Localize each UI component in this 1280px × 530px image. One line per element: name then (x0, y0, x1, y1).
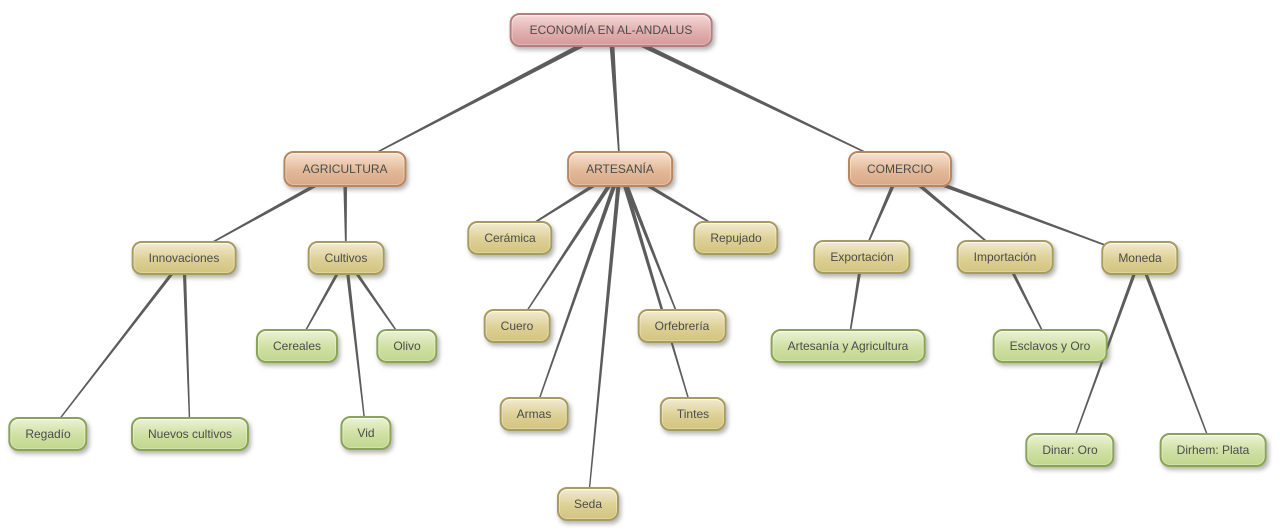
connector-artesania-tintes (618, 168, 694, 415)
node-cuero[interactable]: Cuero (483, 309, 551, 343)
node-vid[interactable]: Vid (340, 416, 392, 450)
node-cereales[interactable]: Cereales (255, 329, 339, 363)
connector-innovaciones-regadio (47, 257, 186, 435)
node-dirhem-plata[interactable]: Dirhem: Plata (1159, 433, 1267, 467)
connector-economia-comercio (609, 27, 901, 170)
node-importacion[interactable]: Importación (956, 240, 1054, 274)
connector-economia-agricultura (344, 27, 613, 170)
connector-economia-artesania (608, 29, 621, 169)
node-dinar-oro[interactable]: Dinar: Oro (1025, 433, 1115, 467)
node-exportacion[interactable]: Exportación (813, 240, 911, 274)
connector-artesania-orfebreria (618, 168, 683, 327)
node-moneda[interactable]: Moneda (1101, 241, 1179, 275)
connector-artesania-seda (587, 168, 623, 505)
node-innovaciones[interactable]: Innovaciones (131, 241, 237, 275)
node-cultivos[interactable]: Cultivos (307, 241, 385, 275)
connector-moneda-dirhem-plata (1138, 257, 1214, 451)
connector-innovaciones-nuevos-cultivos (182, 257, 191, 434)
node-olivo[interactable]: Olivo (376, 329, 438, 363)
node-ceramica[interactable]: Cerámica (467, 221, 553, 255)
node-artesania[interactable]: ARTESANÍA (567, 151, 673, 187)
node-artesania-y-agricultura[interactable]: Artesanía y Agricultura (770, 329, 926, 363)
connector-artesania-armas (533, 168, 622, 415)
connector-cultivos-vid (344, 257, 367, 434)
node-esclavos-y-oro[interactable]: Esclavos y Oro (992, 329, 1108, 363)
node-regadio[interactable]: Regadío (8, 417, 88, 451)
node-economia[interactable]: ECONOMÍA EN AL-ANDALUS (509, 13, 713, 47)
node-tintes[interactable]: Tintes (659, 397, 727, 431)
node-repujado[interactable]: Repujado (693, 221, 779, 255)
node-comercio[interactable]: COMERCIO (848, 151, 952, 187)
node-orfebreria[interactable]: Orfebrería (637, 309, 727, 343)
node-armas[interactable]: Armas (499, 397, 569, 431)
node-seda[interactable]: Seda (556, 487, 620, 521)
node-agricultura[interactable]: AGRICULTURA (283, 151, 407, 187)
node-nuevos-cultivos[interactable]: Nuevos cultivos (130, 417, 250, 451)
